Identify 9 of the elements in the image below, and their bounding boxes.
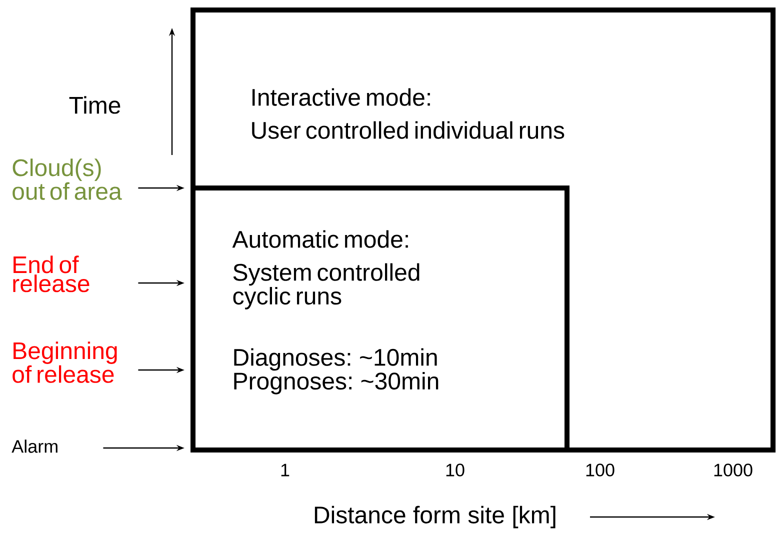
mode-box: Automatic mode: System controlled cyclic runs Diagnoses: ~10min Prognoses: ~30min <box>190 186 570 452</box>
event-label: Alarm <box>12 440 58 453</box>
event-label: End of release <box>13 256 90 292</box>
tick-label: 1000 <box>714 464 752 476</box>
tick-label: 100 <box>586 464 614 476</box>
axis-title: Time <box>69 96 120 114</box>
event-label: Cloud(s) out of area <box>12 158 122 200</box>
axis-title: Distance form site [km] <box>314 506 556 528</box>
event-label: Beginning of release <box>12 342 117 383</box>
